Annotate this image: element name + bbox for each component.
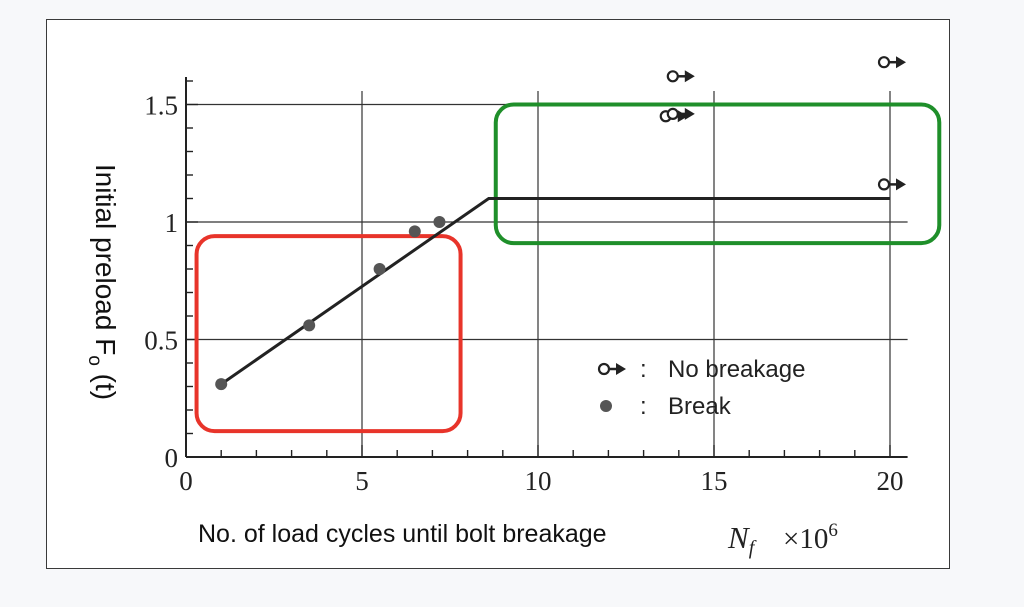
point-break (373, 263, 386, 275)
legend: : No breakage : Break (597, 356, 805, 420)
y-axis-label: Initial preload F (90, 164, 121, 355)
y-tick-label: 0 (165, 443, 179, 473)
point-break (303, 319, 316, 332)
tick-labels: 0 5 10 15 20 0 0.5 1 1.5 (144, 91, 903, 497)
legend-entry-break: : Break (600, 393, 732, 420)
marker-arrow-head (896, 56, 906, 69)
legend-arrow-marker (597, 362, 626, 376)
x-axis-scale: ×106 (783, 520, 838, 555)
marker-arrow-head (896, 178, 906, 191)
legend-separator: : (640, 393, 647, 420)
x-axis-symbol-letter: N (727, 520, 751, 555)
legend-label-break: Break (668, 393, 732, 420)
y-tick-label: 1 (165, 208, 179, 238)
marker-ring (666, 70, 679, 83)
x-tick-label: 5 (355, 466, 369, 496)
legend-marker-break-icon (600, 400, 612, 412)
data-points (215, 56, 906, 391)
highlight-box-low-preload (194, 234, 463, 434)
marker-ring (666, 107, 679, 121)
x-axis-symbol: Nf (727, 520, 757, 559)
legend-separator: : (640, 356, 647, 383)
point-break (408, 225, 421, 238)
marker-arrow-head (684, 70, 695, 83)
legend-marker-no-breakage-icon (597, 362, 626, 376)
point-break (433, 216, 446, 228)
x-tick-label: 20 (877, 466, 904, 496)
x-axis-label: No. of load cycles until bolt breakage (198, 520, 607, 548)
point-break (215, 378, 228, 391)
highlight-boxes (194, 102, 942, 434)
x-axis-scale-exponent: 6 (828, 520, 838, 541)
x-axis-scale-base: ×10 (783, 523, 828, 555)
x-tick-label: 0 (179, 466, 193, 496)
point-no-breakage (666, 70, 695, 83)
point-no-breakage (877, 56, 906, 69)
marker-arrow-head (616, 363, 626, 375)
x-axis-symbol-subscript: f (749, 537, 757, 559)
y-axis-label-subscript: o (84, 355, 105, 366)
x-tick-label: 15 (701, 466, 728, 496)
x-tick-label: 10 (525, 466, 552, 496)
x-axis-title: No. of load cycles until bolt breakage (198, 520, 607, 548)
legend-label-no-breakage: No breakage (668, 356, 805, 383)
marker-ring (877, 178, 891, 191)
marker-ring (877, 56, 891, 69)
marker-arrow-head (684, 107, 695, 120)
legend-dot-marker (600, 400, 612, 412)
point-no-breakage (877, 178, 906, 191)
y-tick-label: 0.5 (144, 326, 178, 356)
legend-entry-no-breakage: : No breakage (597, 356, 805, 383)
axes (185, 77, 908, 458)
y-tick-label: 1.5 (144, 91, 178, 121)
grid-lines (186, 91, 908, 457)
y-axis-title: Initial preload Fo (t) (84, 164, 121, 400)
point-no-breakage (666, 107, 695, 121)
tick-marks (185, 80, 891, 458)
marker-ring (597, 362, 611, 376)
y-axis-unit: (t) (90, 374, 121, 400)
highlight-box-high-preload (493, 102, 942, 246)
